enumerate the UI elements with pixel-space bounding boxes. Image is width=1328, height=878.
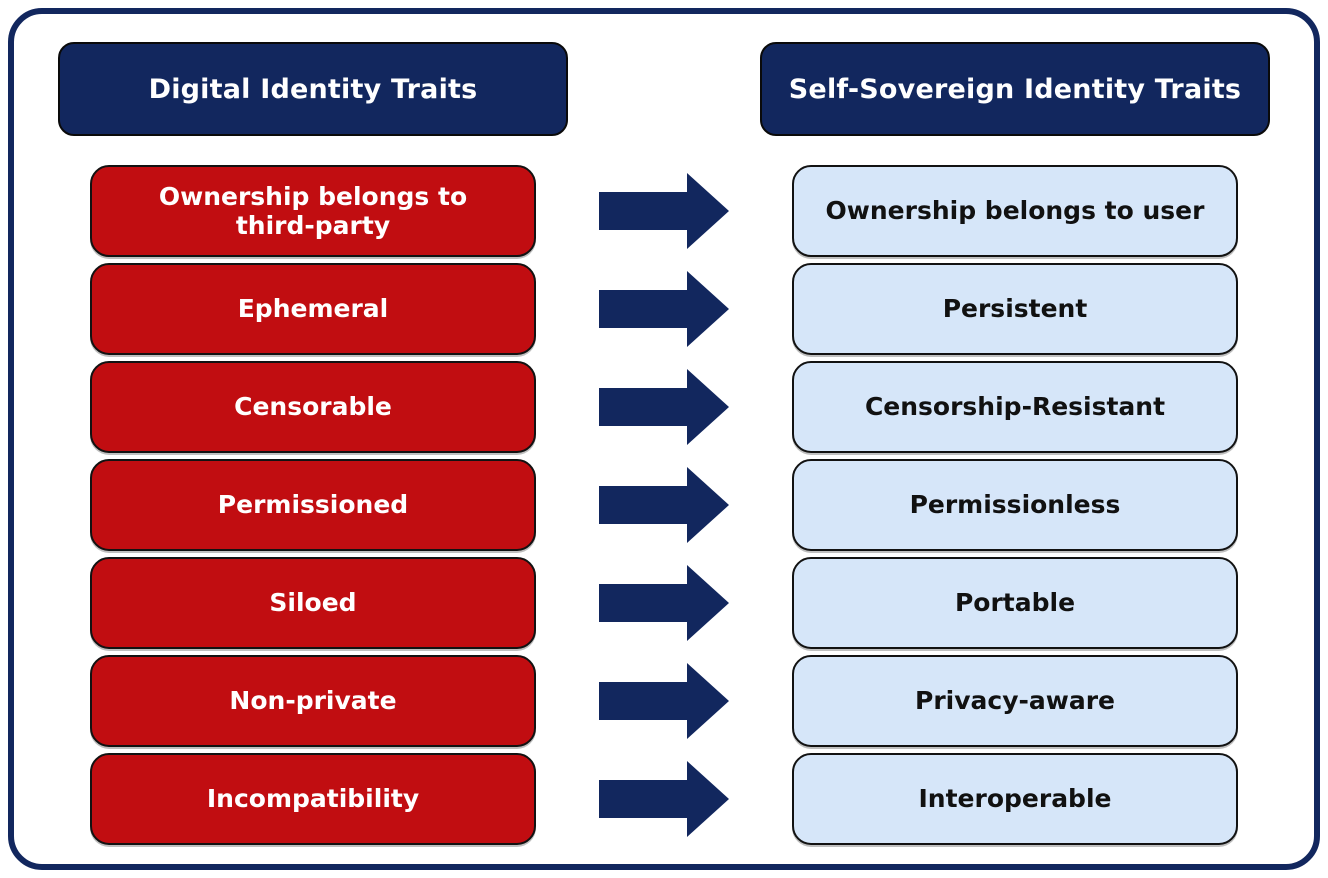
digital-trait-incompatibility: Incompatibility <box>90 753 536 845</box>
left-column-header: Digital Identity Traits <box>58 42 568 136</box>
right-arrow-icon <box>599 761 729 837</box>
arrow-cell <box>568 655 760 747</box>
right-arrow-icon <box>599 369 729 445</box>
diagram-frame: Digital Identity Traits Self-Sovereign I… <box>8 8 1320 870</box>
right-arrow-icon <box>599 173 729 249</box>
arrow-cell <box>568 459 760 551</box>
right-arrow-icon <box>599 663 729 739</box>
ssi-trait-censorship-resistant: Censorship-Resistant <box>792 361 1238 453</box>
ssi-trait-interoperable: Interoperable <box>792 753 1238 845</box>
arrow-cell <box>568 165 760 257</box>
ssi-trait-persistent: Persistent <box>792 263 1238 355</box>
digital-trait-ephemeral: Ephemeral <box>90 263 536 355</box>
digital-trait-ownership: Ownership belongs to third-party <box>90 165 536 257</box>
right-arrow-icon <box>599 565 729 641</box>
header-spacer <box>568 42 760 159</box>
right-column-header: Self-Sovereign Identity Traits <box>760 42 1270 136</box>
digital-trait-censorable: Censorable <box>90 361 536 453</box>
ssi-trait-portable: Portable <box>792 557 1238 649</box>
ssi-trait-privacy-aware: Privacy-aware <box>792 655 1238 747</box>
ssi-trait-ownership: Ownership belongs to user <box>792 165 1238 257</box>
ssi-trait-permissionless: Permissionless <box>792 459 1238 551</box>
arrow-cell <box>568 753 760 845</box>
digital-trait-permissioned: Permissioned <box>90 459 536 551</box>
comparison-board: Digital Identity Traits Self-Sovereign I… <box>14 14 1314 864</box>
arrow-cell <box>568 557 760 649</box>
digital-trait-siloed: Siloed <box>90 557 536 649</box>
right-arrow-icon <box>599 271 729 347</box>
arrow-cell <box>568 263 760 355</box>
arrow-cell <box>568 361 760 453</box>
right-arrow-icon <box>599 467 729 543</box>
digital-trait-non-private: Non-private <box>90 655 536 747</box>
